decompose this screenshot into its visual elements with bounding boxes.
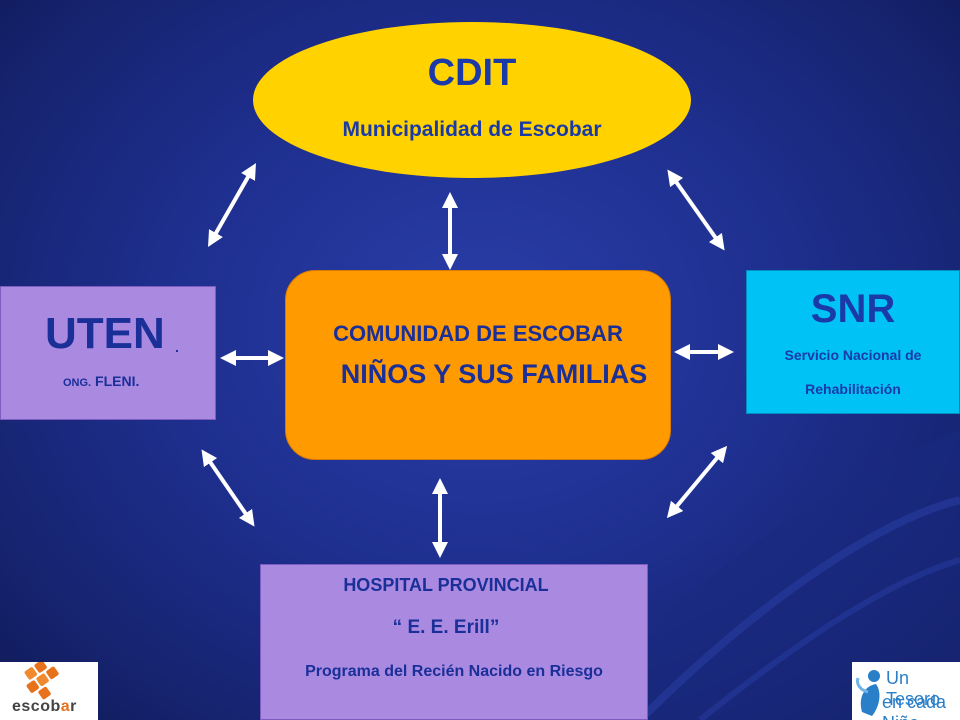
child-figure-icon bbox=[856, 670, 880, 716]
escobar-logo-text-prefix: escob bbox=[12, 698, 61, 715]
arrow-snr-hospital bbox=[666, 445, 728, 519]
uten-dot: . bbox=[175, 339, 179, 355]
snr-node: SNR Servicio Nacional de Rehabilitación bbox=[746, 270, 960, 414]
hospital-line1: HOSPITAL PROVINCIAL bbox=[343, 575, 549, 595]
uten-subtitle-prefix: ONG. bbox=[63, 377, 92, 389]
escobar-logo-mark-icon bbox=[24, 662, 59, 700]
un-tesoro-line2: en cada Niño bbox=[882, 692, 947, 720]
arrow-cdit-uten bbox=[208, 163, 256, 247]
uten-subtitle-name: FLENI. bbox=[95, 373, 140, 389]
escobar-logo: escobar bbox=[0, 662, 98, 720]
cdit-title: CDIT bbox=[427, 52, 517, 94]
cdit-subtitle: Municipalidad de Escobar bbox=[342, 118, 602, 141]
un-tesoro-logo: Un Tesoro en cada Niño bbox=[852, 662, 960, 720]
uten-subtitle: ONG. FLENI. bbox=[63, 373, 139, 389]
snr-line2: Rehabilitación bbox=[805, 381, 901, 397]
uten-title: UTEN bbox=[45, 309, 165, 358]
community-line1: COMUNIDAD DE ESCOBAR bbox=[333, 321, 623, 346]
hospital-line3: Programa del Recién Nacido en Riesgo bbox=[305, 663, 603, 680]
un-tesoro-line1: Un Tesoro bbox=[886, 668, 941, 709]
escobar-logo-text-suffix: r bbox=[70, 698, 77, 715]
snr-line1: Servicio Nacional de bbox=[784, 347, 922, 363]
escobar-logo-text: escobar bbox=[12, 698, 77, 716]
community-line2: NIÑOS Y SUS FAMILIAS bbox=[340, 359, 648, 389]
arrow-uten-hospital bbox=[201, 449, 255, 527]
snr-title: SNR bbox=[810, 287, 896, 331]
escobar-logo-text-accent: a bbox=[60, 698, 71, 715]
community-node: COMUNIDAD DE ESCOBAR NIÑOS Y SUS FAMILIA… bbox=[285, 270, 671, 460]
arrow-cdit-snr bbox=[667, 169, 725, 251]
hospital-line2: “ E. E. Erill” bbox=[392, 617, 500, 638]
uten-node: UTEN . ONG. FLENI. bbox=[0, 286, 216, 420]
cdit-node: CDIT Municipalidad de Escobar bbox=[253, 22, 691, 178]
